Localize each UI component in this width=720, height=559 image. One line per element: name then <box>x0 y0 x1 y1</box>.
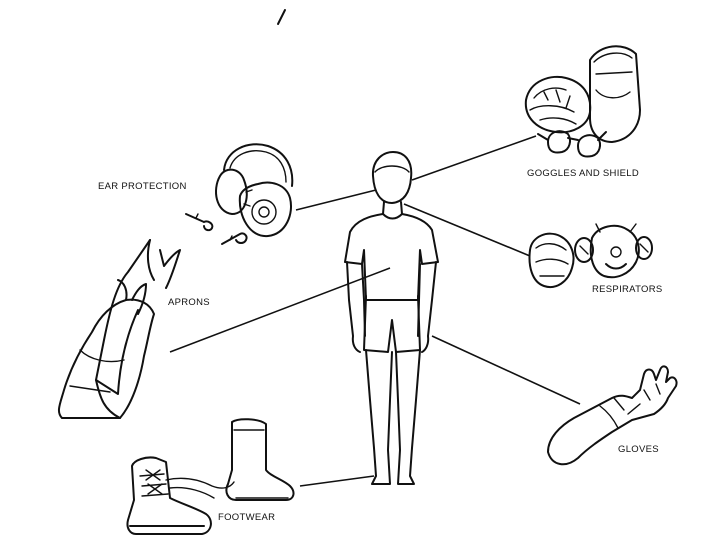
leader-gloves <box>431 335 581 405</box>
human-figure <box>344 151 439 485</box>
footwear-drawing <box>126 418 295 535</box>
gloves-drawing <box>547 365 678 466</box>
respirators-drawing <box>528 223 653 288</box>
goggles-and-shield-drawing <box>524 45 641 158</box>
ear-protection-drawing <box>185 143 294 245</box>
leader-footwear <box>299 475 375 487</box>
label-ear-protection: EAR PROTECTION <box>98 181 187 192</box>
leader-goggles <box>411 135 537 181</box>
top-mark <box>277 9 286 25</box>
label-footwear: FOOTWEAR <box>218 512 275 523</box>
label-gloves: GLOVES <box>618 444 659 455</box>
aprons-drawing <box>57 239 181 419</box>
label-goggles-and-shield: GOGGLES AND SHIELD <box>527 168 639 179</box>
label-respirators: RESPIRATORS <box>592 284 663 295</box>
leader-aprons <box>169 267 391 353</box>
leader-lines <box>169 135 581 487</box>
leader-respirators <box>403 203 531 257</box>
leader-ear <box>295 189 377 211</box>
label-aprons: APRONS <box>168 297 210 308</box>
